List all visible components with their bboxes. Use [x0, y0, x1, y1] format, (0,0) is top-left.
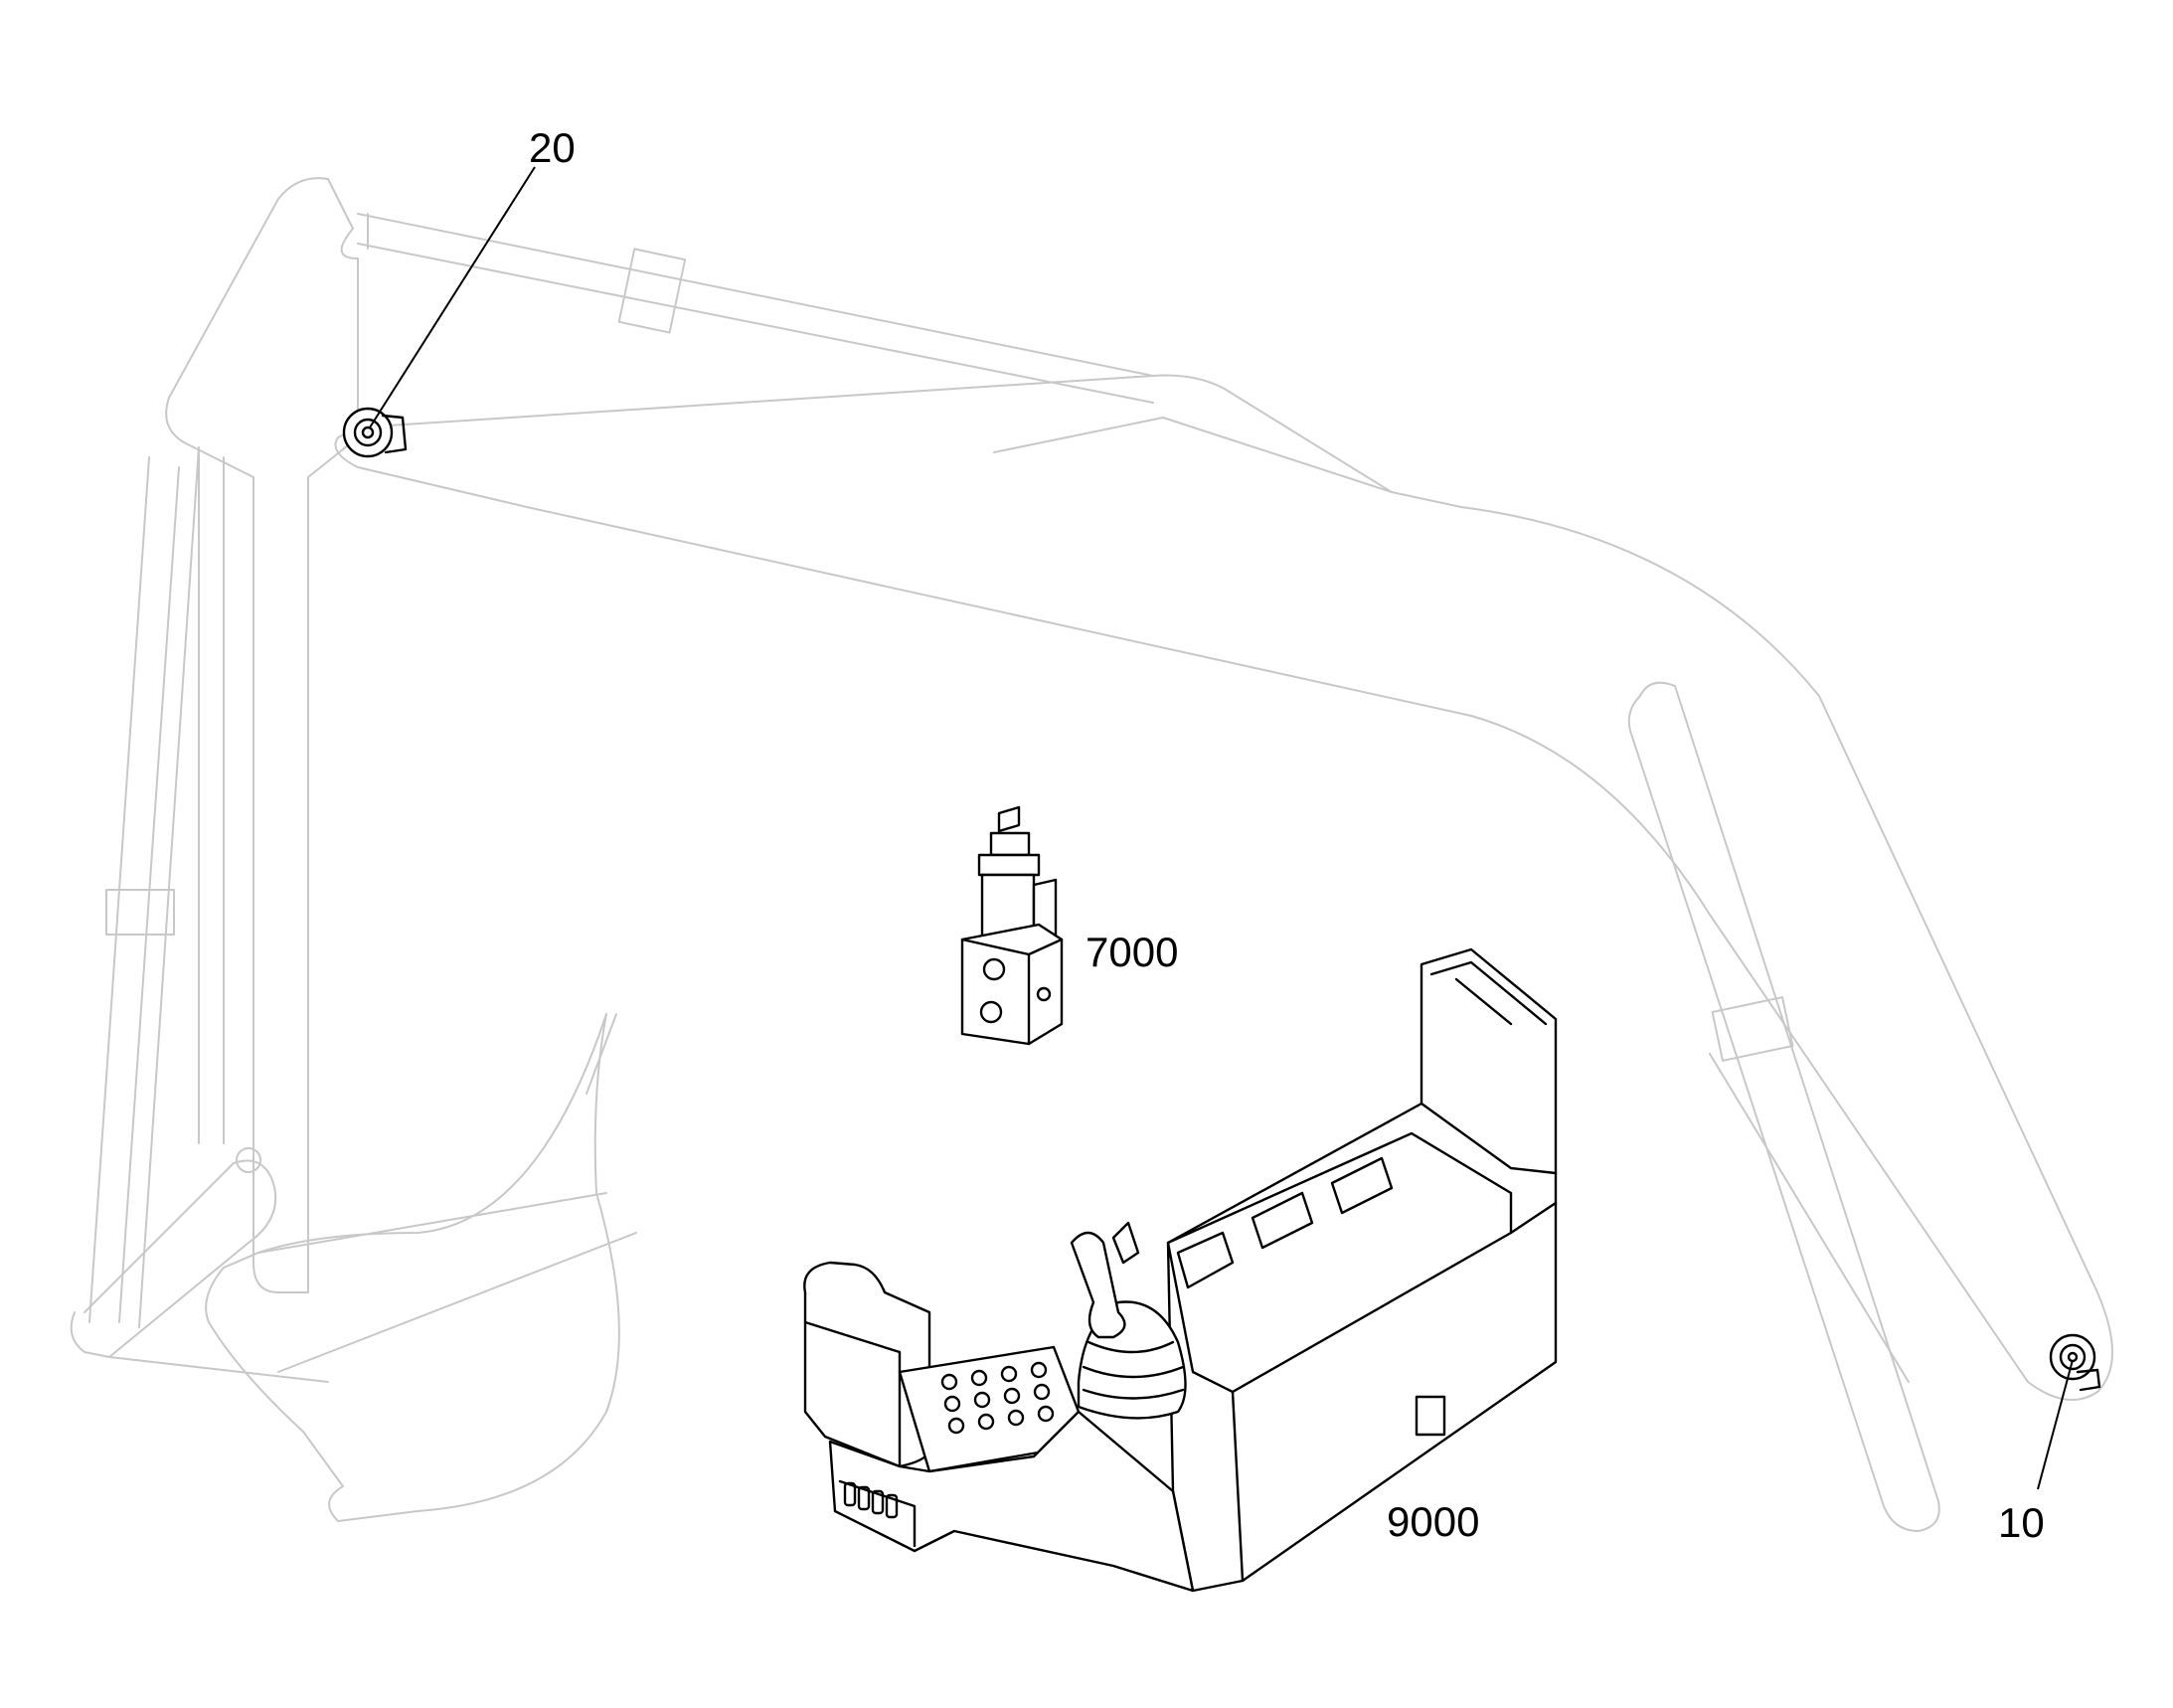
bucket-linkage [70, 1159, 329, 1383]
boom-outline [334, 374, 2113, 1401]
callout-label-20: 20 [529, 124, 576, 171]
boom-cylinder [1627, 681, 1940, 1532]
arm-cylinder [357, 213, 1154, 404]
dipper-arm [165, 177, 359, 1293]
bucket [205, 1013, 620, 1522]
callout-label-9000: 9000 [1387, 1498, 1480, 1545]
bucket-cylinder [88, 446, 200, 1328]
leader-line-20 [369, 166, 536, 428]
sensor-part-20 [342, 407, 408, 458]
leader-line-10 [2037, 1359, 2074, 1490]
sensor-part-10 [2049, 1333, 2101, 1392]
callout-label-7000: 7000 [1086, 929, 1179, 975]
excavator-outline-ghost [70, 177, 2113, 1532]
solenoid-valve-part-7000 [960, 805, 1064, 1046]
control-console-part-9000 [803, 947, 1558, 1593]
callout-label-10: 10 [1998, 1499, 2045, 1546]
